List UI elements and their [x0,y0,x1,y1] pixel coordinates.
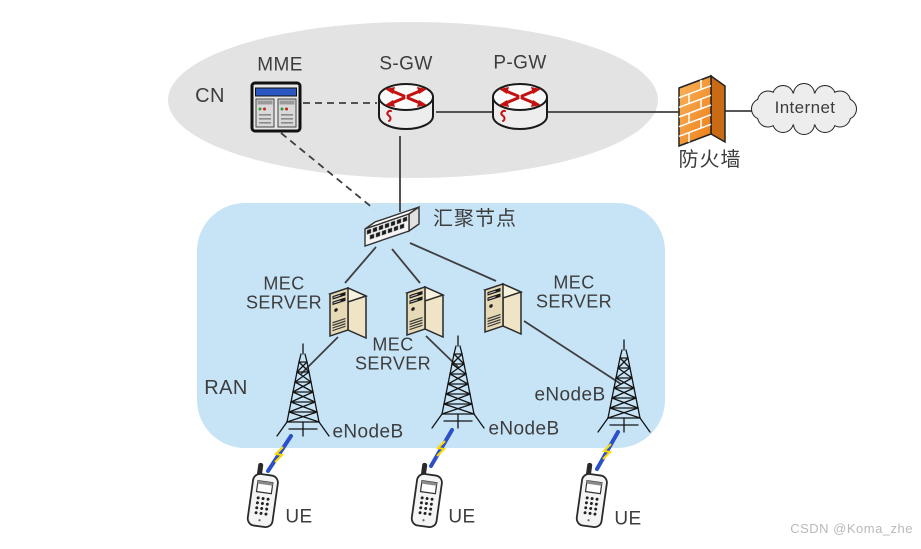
mec-server-icon-1 [329,287,367,339]
mme-icon [250,81,302,133]
link-aggregation-mec3 [409,242,497,282]
link-mec1-enodeb1 [300,336,339,375]
firewall-icon [678,75,726,147]
wireless-link-bolt-2 [429,428,454,468]
ue-phone-icon-3 [574,461,611,529]
mec-server-icon-3 [484,283,522,335]
wireless-link-bolt-3 [595,430,620,471]
mec-server-icon-2 [406,286,444,338]
link-aggregation-mec1 [344,246,377,284]
link-mme-aggregation [280,132,375,210]
ue-phone-icon-1 [245,461,282,529]
pgw-router-icon [491,82,549,131]
wireless-link-bolt-1 [266,434,293,473]
sgw-router-icon [377,82,435,131]
ue-phone-icon-2 [409,461,446,529]
csdn-watermark: CSDN @Koma_zhe [790,521,913,536]
wireless-links [266,428,620,473]
link-mec3-enodeb3 [523,320,622,385]
internet-cloud-icon [751,83,857,135]
link-aggregation-mec2 [391,248,421,284]
